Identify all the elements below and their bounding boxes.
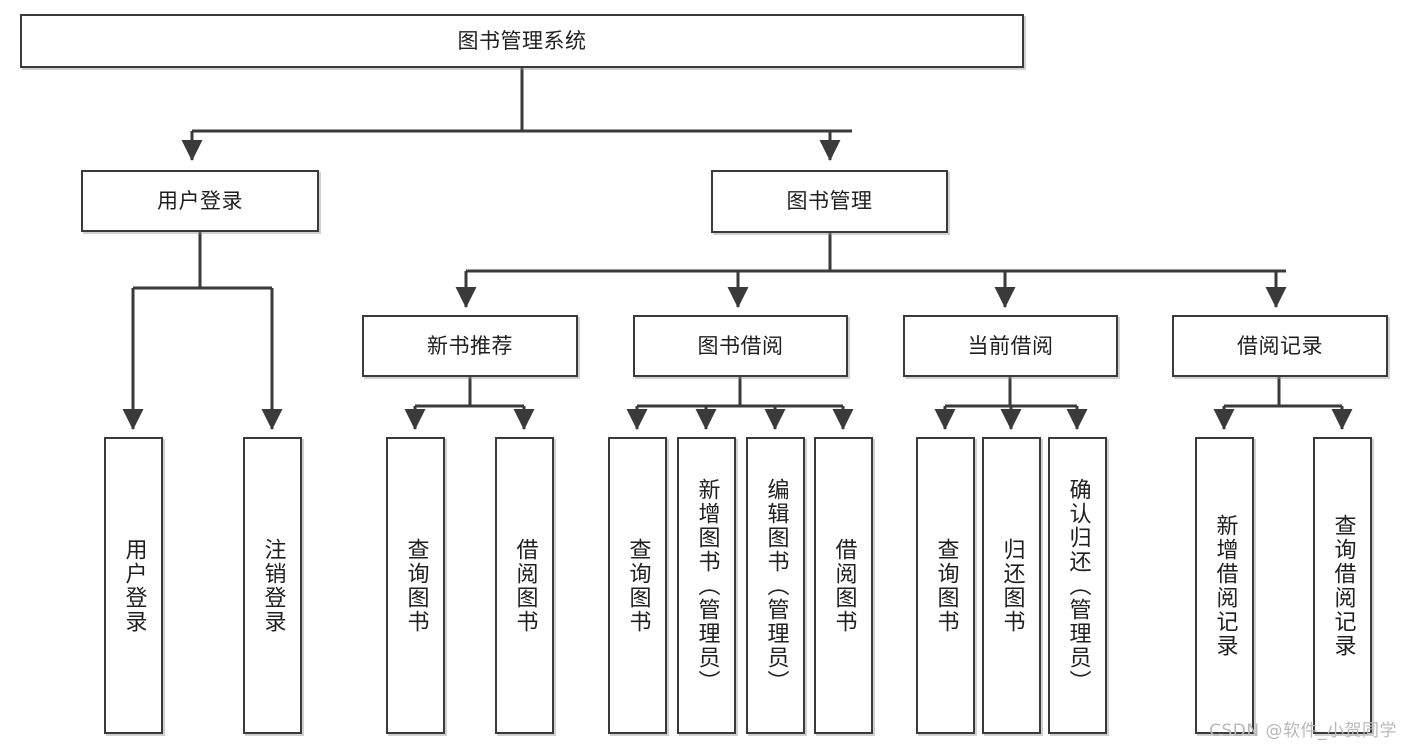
- node-leaf-edit-book-label: 编辑图书（管理员）: [763, 477, 789, 694]
- node-root-label: 图书管理系统: [457, 28, 587, 53]
- node-leaf-return-book[interactable]: 归还图书: [982, 437, 1041, 734]
- node-borrow-record-label: 借阅记录: [1237, 333, 1323, 358]
- node-leaf-query-book-1-label: 查询图书: [403, 537, 429, 634]
- node-leaf-query-record[interactable]: 查询借阅记录: [1313, 437, 1372, 734]
- node-root[interactable]: 图书管理系统: [20, 14, 1024, 68]
- node-book-borrow[interactable]: 图书借阅: [633, 315, 848, 377]
- node-leaf-add-record[interactable]: 新增借阅记录: [1195, 437, 1254, 734]
- node-leaf-query-book-3[interactable]: 查询图书: [916, 437, 975, 734]
- node-leaf-user-login-label: 用户登录: [121, 537, 147, 634]
- node-leaf-query-book-3-label: 查询图书: [933, 537, 959, 634]
- node-borrow-record[interactable]: 借阅记录: [1172, 315, 1388, 377]
- node-leaf-add-book[interactable]: 新增图书（管理员）: [677, 437, 736, 734]
- node-leaf-query-record-label: 查询借阅记录: [1330, 513, 1356, 658]
- node-new-book-recommend[interactable]: 新书推荐: [362, 315, 578, 377]
- node-leaf-query-book-2-label: 查询图书: [625, 537, 651, 634]
- node-leaf-return-book-label: 归还图书: [999, 537, 1025, 634]
- node-leaf-borrow-book-1[interactable]: 借阅图书: [495, 437, 554, 734]
- node-leaf-query-book-2[interactable]: 查询图书: [608, 437, 667, 734]
- node-leaf-confirm-return-label: 确认归还（管理员）: [1065, 477, 1091, 694]
- node-leaf-query-book-1[interactable]: 查询图书: [386, 437, 445, 734]
- node-book-manage-label: 图书管理: [786, 189, 873, 214]
- node-leaf-user-logout-label: 注销登录: [260, 537, 286, 634]
- node-leaf-borrow-book-2-label: 借阅图书: [831, 537, 857, 634]
- node-book-borrow-label: 图书借阅: [697, 333, 784, 358]
- node-book-manage[interactable]: 图书管理: [711, 170, 948, 233]
- node-leaf-add-record-label: 新增借阅记录: [1212, 513, 1238, 658]
- node-leaf-borrow-book-2[interactable]: 借阅图书: [814, 437, 873, 734]
- node-new-book-recommend-label: 新书推荐: [427, 333, 513, 358]
- node-leaf-add-book-label: 新增图书（管理员）: [694, 477, 720, 694]
- watermark-text: CSDN @软件_小贺同学: [1209, 721, 1397, 741]
- node-leaf-edit-book[interactable]: 编辑图书（管理员）: [746, 437, 805, 734]
- node-user-login-label: 用户登录: [157, 188, 243, 213]
- node-user-login[interactable]: 用户登录: [81, 170, 319, 232]
- node-current-borrow[interactable]: 当前借阅: [903, 315, 1118, 377]
- node-current-borrow-label: 当前借阅: [967, 333, 1054, 358]
- node-leaf-user-login[interactable]: 用户登录: [104, 437, 163, 734]
- node-leaf-user-logout[interactable]: 注销登录: [243, 437, 302, 734]
- node-leaf-borrow-book-1-label: 借阅图书: [512, 537, 538, 634]
- node-leaf-confirm-return[interactable]: 确认归还（管理员）: [1048, 437, 1107, 734]
